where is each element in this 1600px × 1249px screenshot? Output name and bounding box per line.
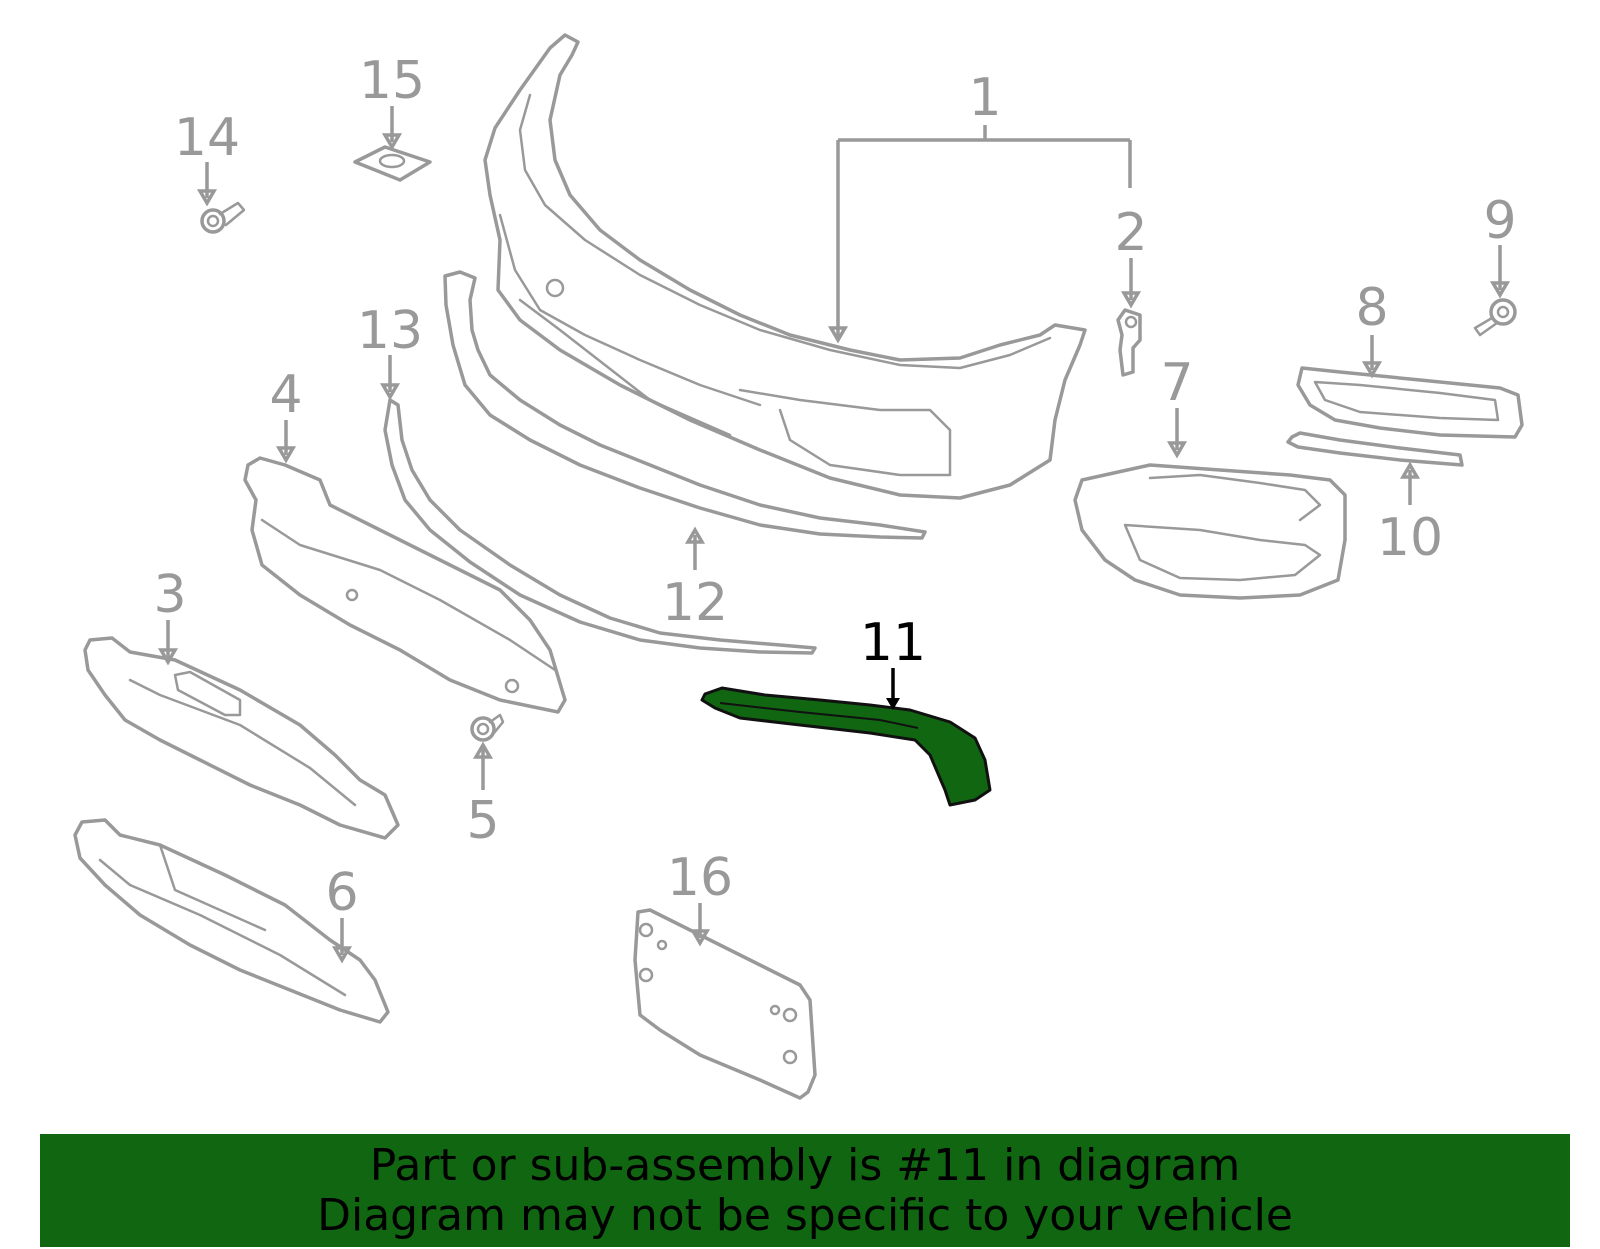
callout-2: 2 <box>1114 203 1147 263</box>
callout-10: 10 <box>1377 508 1443 568</box>
part-11-highlighted[interactable] <box>700 686 992 807</box>
part-9-screw[interactable] <box>1473 298 1517 337</box>
callout-11: 11 <box>860 613 926 673</box>
callout-16: 16 <box>667 848 733 908</box>
callout-12: 12 <box>662 573 728 633</box>
part-5-screw[interactable] <box>470 713 505 742</box>
banner-line-2: Diagram may not be specific to your vehi… <box>317 1189 1293 1241</box>
part-13-molding[interactable] <box>383 398 817 655</box>
leader-lines <box>157 106 1511 964</box>
callout-14: 14 <box>174 108 240 168</box>
part-15-nut[interactable] <box>353 145 432 182</box>
callout-4: 4 <box>269 365 302 425</box>
callout-1: 1 <box>968 68 1001 128</box>
part-16-license-bracket[interactable] <box>633 908 817 1100</box>
part-14-clip[interactable] <box>200 201 246 234</box>
info-banner: Part or sub-assembly is #11 in diagram D… <box>40 1134 1570 1247</box>
callout-3: 3 <box>153 565 186 625</box>
part-4-reinforcement[interactable] <box>243 456 567 714</box>
callout-6: 6 <box>325 863 358 923</box>
callout-15: 15 <box>359 51 425 111</box>
callout-8: 8 <box>1355 278 1388 338</box>
part-7-bezel[interactable] <box>1073 463 1347 600</box>
part-6-absorber[interactable] <box>73 818 390 1024</box>
part-1-bumper-cover[interactable] <box>483 33 1087 500</box>
part-8-bracket[interactable] <box>1296 366 1524 439</box>
part-10-molding[interactable] <box>1286 431 1464 467</box>
part-3-absorber[interactable] <box>83 636 400 840</box>
callout-13: 13 <box>357 301 423 361</box>
part-12-molding[interactable] <box>443 270 927 540</box>
banner-line-1: Part or sub-assembly is #11 in diagram <box>369 1139 1241 1191</box>
callout-labels: 1 2 3 4 5 6 7 8 9 10 11 12 13 14 15 16 <box>153 51 1516 923</box>
part-2-clip[interactable] <box>1116 308 1142 377</box>
callout-7: 7 <box>1160 353 1193 413</box>
callout-9: 9 <box>1483 191 1516 251</box>
callout-5: 5 <box>466 791 499 851</box>
